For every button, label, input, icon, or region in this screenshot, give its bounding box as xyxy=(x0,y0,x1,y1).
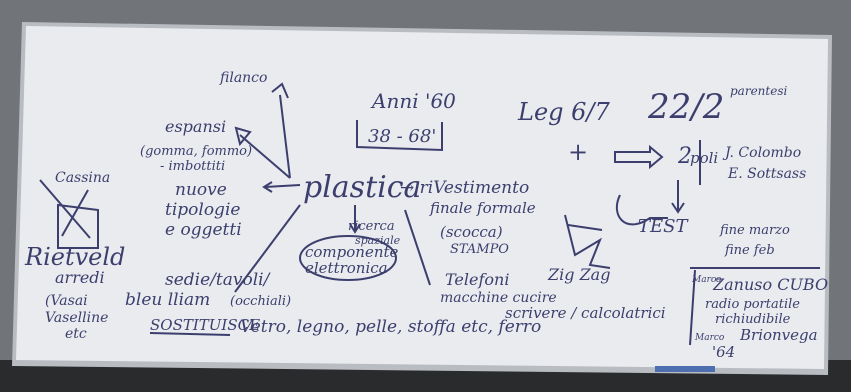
text-rivestimento: → riVestimento xyxy=(400,178,529,198)
arrow-down-right-head xyxy=(671,202,685,214)
text-sostituisce: SOSTITUISCE xyxy=(150,316,260,334)
text-colombo: J. Colombo xyxy=(722,145,801,161)
text-two: 2 xyxy=(677,144,692,169)
text-plus: + xyxy=(568,138,588,166)
arrow-right-outline xyxy=(614,144,664,170)
text-test: TEST xyxy=(638,216,689,237)
zanuso-vertical xyxy=(689,269,696,346)
text-year64: '64 xyxy=(712,343,735,361)
text-ricerca: ricerca xyxy=(348,219,395,234)
line-to-telefoni xyxy=(404,209,431,286)
zigzag-shape xyxy=(564,214,611,269)
text-bleu: bleu lliam xyxy=(125,290,210,310)
handwritten-text: filanco Anni '60 38 - 68' Leg 6/7 + 22/2… xyxy=(24,70,828,361)
text-tag2: Marco xyxy=(694,333,725,343)
text-macchine: macchine cucire xyxy=(440,290,557,306)
zigzag-bar xyxy=(567,224,603,231)
text-sottsass: E. Sottsass xyxy=(727,166,806,182)
line-to-sedie xyxy=(234,204,301,293)
text-poli: poli xyxy=(690,149,718,167)
text-sedie: sedie/tavoli/ xyxy=(165,270,272,290)
text-vaselline: Vaselline xyxy=(45,310,108,326)
years-box xyxy=(356,120,443,152)
text-cassina: Cassina xyxy=(55,170,110,186)
text-anni: Anni '60 xyxy=(370,89,456,113)
drawn-lines xyxy=(39,82,820,346)
arrow-left-head xyxy=(262,181,273,193)
text-finale-formale: finale formale xyxy=(429,199,536,217)
arrow-left xyxy=(264,184,301,188)
text-nuove: nuove xyxy=(175,180,227,200)
text-radio: radio portatile xyxy=(705,297,800,312)
text-spaziale: spaziale xyxy=(355,234,401,247)
arrow-down-head xyxy=(349,223,361,234)
sostituisce-underline xyxy=(149,332,231,336)
chair-line-1 xyxy=(39,179,91,239)
line-to-espansi xyxy=(239,134,291,179)
chair-line-2 xyxy=(61,189,89,237)
text-filanco: filanco xyxy=(219,70,267,86)
text-parentheses: parentesi xyxy=(730,84,787,98)
text-stampo: STAMPO xyxy=(450,242,509,257)
text-tag1: Marco xyxy=(691,275,722,285)
text-elettronica: elettronica xyxy=(305,259,388,277)
triangle-head xyxy=(234,126,252,147)
text-scocca: (scocca) xyxy=(440,223,503,241)
text-etc: etc xyxy=(65,326,87,342)
lamp-sketch xyxy=(615,194,668,226)
text-occhiali: (occhiali) xyxy=(230,294,291,309)
text-gomma: (gomma, fommo) xyxy=(140,144,252,159)
text-vasi: (Vasai xyxy=(45,293,88,309)
text-rietveld: Rietveld xyxy=(24,243,125,271)
text-zigzag: Zig Zag xyxy=(547,265,610,284)
text-richiudibile: richiudibile xyxy=(715,312,791,327)
text-tipologie: tipologie xyxy=(165,200,240,220)
text-scrivere: scrivere / calcolatrici xyxy=(505,304,666,322)
arrow-up-line xyxy=(279,94,291,179)
text-espansi: espansi xyxy=(165,117,226,136)
marker-tray-item xyxy=(655,366,715,372)
text-arredi: arredi xyxy=(55,268,105,287)
arrow-up-head xyxy=(271,82,289,99)
text-oggetti: e oggetti xyxy=(165,220,242,240)
text-imbottiti: - imbottiti xyxy=(160,159,225,174)
text-fine-feb: fine feb xyxy=(724,243,775,258)
whiteboard-surface xyxy=(16,26,828,369)
text-leg: Leg 6/7 xyxy=(517,98,610,126)
componente-ellipse xyxy=(299,235,397,281)
chair-box xyxy=(57,203,99,249)
text-fine-marzo: fine marzo xyxy=(719,223,790,238)
text-vetro: Vetro, legno, pelle, stoffa etc, ferro xyxy=(240,317,541,337)
text-date: 22/2 xyxy=(647,87,724,127)
text-componente: componente xyxy=(305,243,399,261)
text-plastica: plastica xyxy=(303,170,421,205)
text-telefoni: Telefoni xyxy=(445,270,509,289)
text-brionvega: Brionvega xyxy=(739,326,818,344)
text-zanuso: Zanuso CUBO xyxy=(712,275,828,294)
text-years: 38 - 68' xyxy=(368,126,436,147)
